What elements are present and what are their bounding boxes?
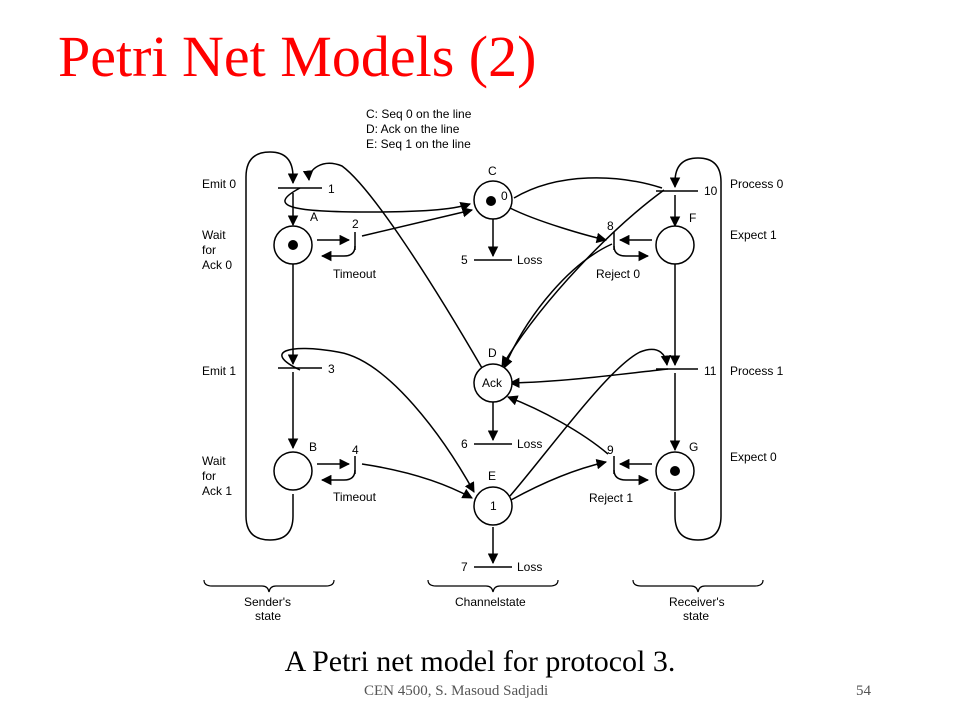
edge-t4-to-b xyxy=(320,469,356,486)
token-c xyxy=(486,196,496,206)
legend-line-c: C: Seq 0 on the line xyxy=(366,107,472,121)
transition-9-number: 9 xyxy=(607,443,614,457)
group-sender-line1: Sender's xyxy=(244,595,291,609)
place-d-name: D xyxy=(488,346,497,360)
label-process-1: Process 1 xyxy=(730,364,784,378)
legend-line-e: E: Seq 1 on the line xyxy=(366,137,471,151)
label-wait-ack1-1: Wait xyxy=(202,454,226,468)
place-b xyxy=(273,451,313,491)
transition-2-number: 2 xyxy=(352,217,359,231)
transition-4-label: Timeout xyxy=(333,490,377,504)
place-e-inner: 1 xyxy=(490,499,497,513)
transition-6-label: Loss xyxy=(517,437,542,451)
edge-t3-to-e xyxy=(281,347,475,493)
label-process-0: Process 0 xyxy=(730,177,784,191)
edge-c-to-t8 xyxy=(509,207,608,244)
transition-9-label: Reject 1 xyxy=(589,491,633,505)
label-expect-1: Expect 1 xyxy=(730,228,777,242)
footer-text: CEN 4500, S. Masoud Sadjadi xyxy=(364,683,549,699)
transition-5-label: Loss xyxy=(517,253,542,267)
group-channel: Channelstate xyxy=(455,595,526,609)
edge-t10-to-d xyxy=(501,189,665,367)
edge-t11-to-d xyxy=(508,368,669,389)
page-number: 54 xyxy=(856,683,871,699)
transition-10-number: 10 xyxy=(704,184,718,198)
edge-e-to-t11 xyxy=(509,348,672,497)
edge-t9-to-g xyxy=(613,469,650,486)
brace-sender xyxy=(203,579,335,593)
place-g-name: G xyxy=(689,440,698,454)
group-sender-line2: state xyxy=(255,609,281,623)
label-wait-ack0-1: Wait xyxy=(202,228,226,242)
label-wait-ack1-3: Ack 1 xyxy=(202,484,232,498)
figure-caption: A Petri net model for protocol 3. xyxy=(284,645,676,678)
edge-t8-to-d xyxy=(502,243,613,369)
transition-3-number: 3 xyxy=(328,362,335,376)
label-wait-ack0-2: for xyxy=(202,243,216,257)
edge-t8-to-f xyxy=(613,245,650,262)
edge-t4-to-e xyxy=(361,463,473,499)
transition-5-number: 5 xyxy=(461,253,468,267)
receiver-loop-edge xyxy=(669,157,722,541)
token-g xyxy=(670,466,680,476)
transition-7-number: 7 xyxy=(461,560,468,574)
label-emit-0: Emit 0 xyxy=(202,177,236,191)
transition-7-label: Loss xyxy=(517,560,542,574)
group-receiver-line1: Receiver's xyxy=(669,595,725,609)
place-a-name: A xyxy=(310,210,318,224)
edge-t2-to-c xyxy=(361,207,474,237)
place-d-inner: Ack xyxy=(482,376,503,390)
place-c-name: C xyxy=(488,164,497,178)
transition-8-number: 8 xyxy=(607,219,614,233)
token-a xyxy=(288,240,298,250)
place-c-inner: 0 xyxy=(501,189,508,203)
transition-11-number: 11 xyxy=(704,364,717,378)
place-e xyxy=(473,486,513,526)
place-f xyxy=(655,225,695,265)
edge-c-to-t10 xyxy=(513,177,663,199)
brace-channel xyxy=(427,579,559,593)
transition-2-label: Timeout xyxy=(333,267,377,281)
sender-loop-edge xyxy=(245,151,299,541)
edge-e-to-t9 xyxy=(510,458,608,501)
edge-t2-to-a xyxy=(320,245,356,262)
legend-line-d: D: Ack on the line xyxy=(366,122,460,136)
label-wait-ack0-3: Ack 0 xyxy=(202,258,232,272)
transition-4-number: 4 xyxy=(352,443,359,457)
label-expect-0: Expect 0 xyxy=(730,450,777,464)
place-f-name: F xyxy=(689,211,696,225)
place-e-name: E xyxy=(488,469,496,483)
label-emit-1: Emit 1 xyxy=(202,364,236,378)
brace-receiver xyxy=(632,579,764,593)
place-d xyxy=(473,363,513,403)
label-wait-ack1-2: for xyxy=(202,469,216,483)
transition-1-number: 1 xyxy=(328,182,335,196)
edge-t9-to-d xyxy=(507,395,609,455)
place-b-name: B xyxy=(309,440,317,454)
slide-title: Petri Net Models (2) xyxy=(58,24,537,89)
edge-d-to-t1 xyxy=(302,162,483,369)
transition-6-number: 6 xyxy=(461,437,468,451)
edge-t1-to-c xyxy=(284,187,471,213)
transition-8-label: Reject 0 xyxy=(596,267,640,281)
group-receiver-line2: state xyxy=(683,609,709,623)
